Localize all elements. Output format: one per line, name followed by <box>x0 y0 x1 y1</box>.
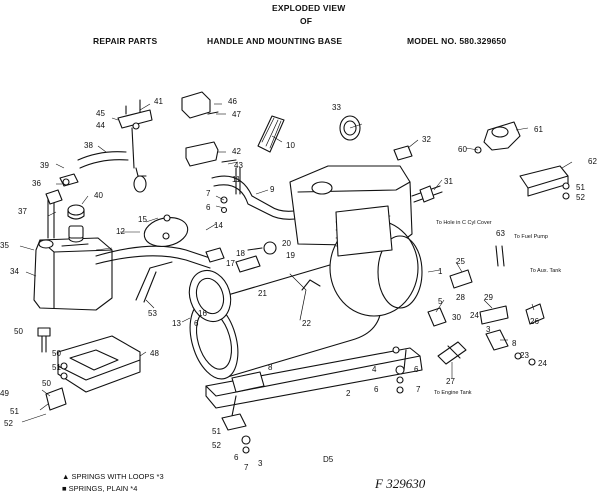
part-number-47: 47 <box>232 110 241 119</box>
part-number-51d: 51 <box>212 427 221 436</box>
part-number-40: 40 <box>94 191 103 200</box>
part-number-61a: 61 <box>534 125 543 134</box>
part-number-10: 10 <box>286 141 295 150</box>
part-number-4: 4 <box>372 365 377 374</box>
part-number-31: 31 <box>444 177 453 186</box>
part-number-23: 23 <box>520 351 529 360</box>
part-number-14: 14 <box>214 221 223 230</box>
part-number-8a: 8 <box>512 339 517 348</box>
part-number-52b: 52 <box>4 419 13 428</box>
part-number-49: 49 <box>0 389 9 398</box>
part-number-53: 53 <box>148 309 157 318</box>
part-number-7a: 7 <box>206 189 211 198</box>
part-number-51b: 51 <box>52 363 61 372</box>
part-number-28: 28 <box>456 293 465 302</box>
figure-code: F 329630 <box>375 476 426 491</box>
wheel-bracket <box>45 335 141 411</box>
part-number-16: 16 <box>198 309 207 318</box>
part-number-18: 18 <box>236 249 245 258</box>
part-number-26: 26 <box>530 317 539 326</box>
part-number-44: 44 <box>96 121 105 130</box>
part-number-52a: 52 <box>576 193 585 202</box>
part-number-38: 38 <box>84 141 93 150</box>
part-number-39: 39 <box>40 161 49 170</box>
part-number-12: 12 <box>116 227 125 236</box>
part-number-32: 32 <box>422 135 431 144</box>
part-number-6d: 6 <box>414 365 419 374</box>
callout-head-cover: To Hole in C Cyl Cover <box>436 220 492 226</box>
part-number-50a: 50 <box>14 327 23 336</box>
part-number-24a: 24 <box>470 311 479 320</box>
part-number-43: 43 <box>234 161 243 170</box>
part-number-27: 27 <box>446 377 455 386</box>
part-number-5: 5 <box>438 297 443 306</box>
callout-engine-tank: To Engine Tank <box>434 390 472 396</box>
part-number-19: 19 <box>286 251 295 260</box>
part-number-46: 46 <box>228 97 237 106</box>
part-number-6e: 6 <box>234 453 239 462</box>
part-number-51c: 51 <box>10 407 19 416</box>
part-number-35: 35 <box>0 241 9 250</box>
part-number-45: 45 <box>96 109 105 118</box>
handle-grip <box>257 115 285 153</box>
part-number-48: 48 <box>150 349 159 358</box>
part-number-21: 21 <box>258 289 267 298</box>
part-number-52c: 52 <box>212 441 221 450</box>
callout-fuel-pump: To Fuel Pump <box>514 234 548 240</box>
part-number-50c: 50 <box>42 379 51 388</box>
engine <box>289 165 423 317</box>
part-number-6b: 6 <box>194 319 199 328</box>
part-number-1: 1 <box>438 267 443 276</box>
header-repair-parts: REPAIR PARTS <box>93 36 158 46</box>
mounting-base <box>205 347 423 431</box>
part-number-24b: 24 <box>538 359 547 368</box>
part-number-7c: 7 <box>244 463 249 472</box>
part-number-3a: 3 <box>486 325 491 334</box>
part-number-42: 42 <box>232 147 241 156</box>
part-number-36: 36 <box>32 179 41 188</box>
part-number-37: 37 <box>18 207 27 216</box>
page-code: D5 <box>323 455 334 464</box>
part-number-50b: 50 <box>52 349 61 358</box>
part-number-2: 2 <box>346 389 351 398</box>
part-number-13: 13 <box>172 319 181 328</box>
header-title: EXPLODED VIEW <box>272 3 346 13</box>
gas-tank <box>33 225 113 311</box>
header-of: OF <box>300 16 313 26</box>
header-section: HANDLE AND MOUNTING BASE <box>207 36 343 46</box>
part-number-17: 17 <box>226 259 235 268</box>
callout-aux-tank: To Aux. Tank <box>530 268 561 274</box>
part-number-25: 25 <box>456 257 465 266</box>
part-number-11: 11 <box>232 175 241 184</box>
part-number-6a: 6 <box>206 203 211 212</box>
part-number-34: 34 <box>10 267 19 276</box>
part-number-63: 63 <box>496 229 505 238</box>
part-number-20: 20 <box>282 239 291 248</box>
part-number-3b: 3 <box>258 459 263 468</box>
part-number-51a: 51 <box>576 183 585 192</box>
part-number-29: 29 <box>484 293 493 302</box>
part-number-30: 30 <box>452 313 461 322</box>
part-number-15: 15 <box>138 215 147 224</box>
part-number-22: 22 <box>302 319 311 328</box>
header-model: MODEL NO. 580.329650 <box>407 36 507 46</box>
part-number-7b: 7 <box>416 385 421 394</box>
part-number-9: 9 <box>270 185 275 194</box>
part-number-41: 41 <box>154 97 163 106</box>
part-number-60: 60 <box>458 145 467 154</box>
legend-springs-with-loops: ▲ SPRINGS WITH LOOPS *3 <box>62 472 164 481</box>
part-number-8b: 8 <box>268 363 273 372</box>
part-number-62: 62 <box>588 157 597 166</box>
part-number-33: 33 <box>332 103 341 112</box>
part-number-6c: 6 <box>374 385 379 394</box>
legend-springs-plain: ■ SPRINGS, PLAIN *4 <box>62 484 138 493</box>
